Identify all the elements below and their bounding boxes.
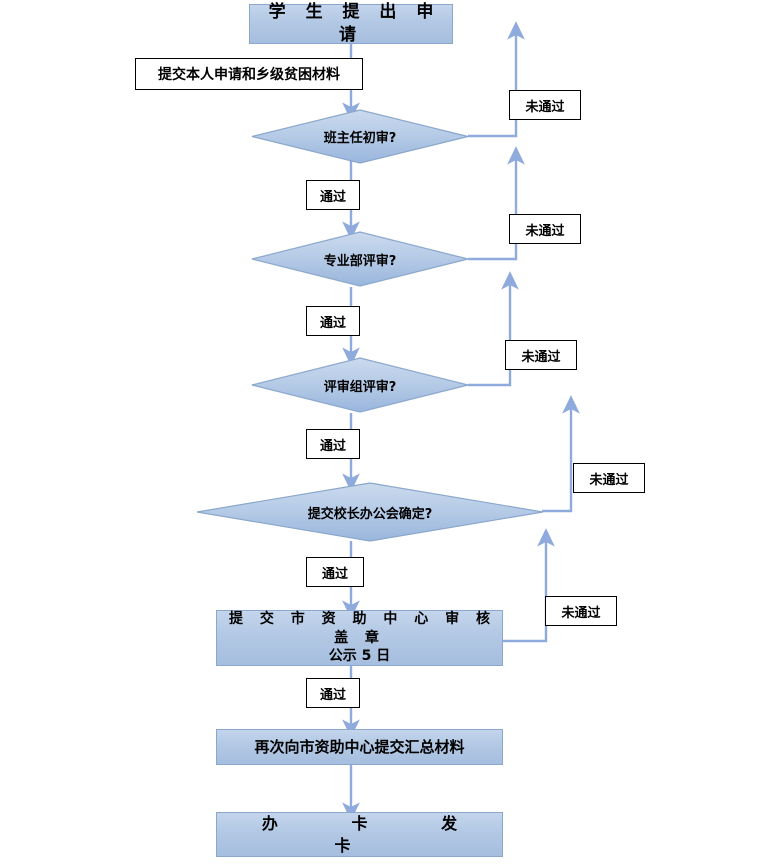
- edge-label-pass-4[interactable]: 通过: [306, 557, 364, 587]
- node-process-city-center[interactable]: 提 交 市 资 助 中 心 审 核 盖 章 公示 5 日: [216, 610, 503, 666]
- node-submit-materials-label: 提交本人申请和乡级贫困材料: [158, 67, 340, 83]
- edge-label-fail-1[interactable]: 未通过: [509, 90, 581, 120]
- edge-label-fail-3[interactable]: 未通过: [505, 340, 577, 370]
- edge-label-pass-1-text: 通过: [319, 189, 346, 205]
- node-decision-4-label: 提交校长办公会确定?: [307, 506, 433, 522]
- node-process-resubmit[interactable]: 再次向市资助中心提交汇总材料: [216, 729, 503, 765]
- edge-label-pass-2[interactable]: 通过: [306, 306, 360, 336]
- edge-label-pass-3[interactable]: 通过: [306, 429, 360, 459]
- decision-4-shape: [196, 482, 544, 542]
- edge-label-fail-5-text: 未通过: [561, 605, 601, 621]
- decision-2-shape: [251, 231, 469, 287]
- node-process-city-center-line2: 公示 5 日: [328, 648, 391, 665]
- edge-label-pass-3-text: 通过: [319, 438, 346, 454]
- node-start[interactable]: 学 生 提 出 申 请: [249, 2, 453, 45]
- node-decision-3-label: 评审组评审?: [323, 379, 397, 395]
- edge-label-pass-5[interactable]: 通过: [306, 678, 360, 708]
- decision-3-shape: [251, 357, 469, 413]
- node-end-card[interactable]: 办 卡 发 卡: [216, 812, 503, 857]
- edge-label-fail-2-text: 未通过: [525, 223, 565, 239]
- decision-1-shape: [251, 109, 469, 164]
- node-start-label: 学 生 提 出 申 请: [268, 2, 441, 45]
- edge-label-pass-5-text: 通过: [319, 687, 346, 703]
- node-decision-2-label: 专业部评审?: [323, 253, 397, 269]
- node-process-city-center-line1: 提 交 市 资 助 中 心 审 核 盖 章: [229, 610, 496, 646]
- edge-decision1-fail: [468, 21, 525, 138]
- edge-label-fail-2[interactable]: 未通过: [509, 214, 581, 244]
- edge-decision3-fail: [468, 271, 519, 387]
- node-decision-3[interactable]: 评审组评审?: [251, 357, 469, 413]
- node-decision-4[interactable]: 提交校长办公会确定?: [196, 482, 544, 542]
- edge-process-fail: [503, 528, 555, 643]
- edge-label-fail-5[interactable]: 未通过: [545, 596, 617, 626]
- node-process-city-center-text: 提 交 市 资 助 中 心 审 核 盖 章 公示 5 日: [217, 610, 502, 667]
- edge-decision4-fail: [542, 395, 580, 513]
- edge-label-fail-4[interactable]: 未通过: [573, 463, 645, 493]
- node-submit-materials[interactable]: 提交本人申请和乡级贫困材料: [135, 58, 363, 90]
- edge-label-fail-4-text: 未通过: [589, 472, 629, 488]
- node-decision-1-label: 班主任初审?: [323, 131, 397, 146]
- node-process-resubmit-label: 再次向市资助中心提交汇总材料: [254, 737, 465, 756]
- edge-label-pass-1[interactable]: 通过: [306, 180, 360, 210]
- node-decision-2[interactable]: 专业部评审?: [251, 231, 469, 287]
- node-end-card-label: 办 卡 发 卡: [261, 813, 492, 855]
- edge-label-pass-4-text: 通过: [321, 566, 348, 582]
- edge-label-pass-2-text: 通过: [319, 315, 346, 331]
- edge-label-fail-1-text: 未通过: [525, 99, 565, 115]
- edge-label-fail-3-text: 未通过: [521, 349, 561, 365]
- node-decision-1[interactable]: 班主任初审?: [251, 109, 469, 164]
